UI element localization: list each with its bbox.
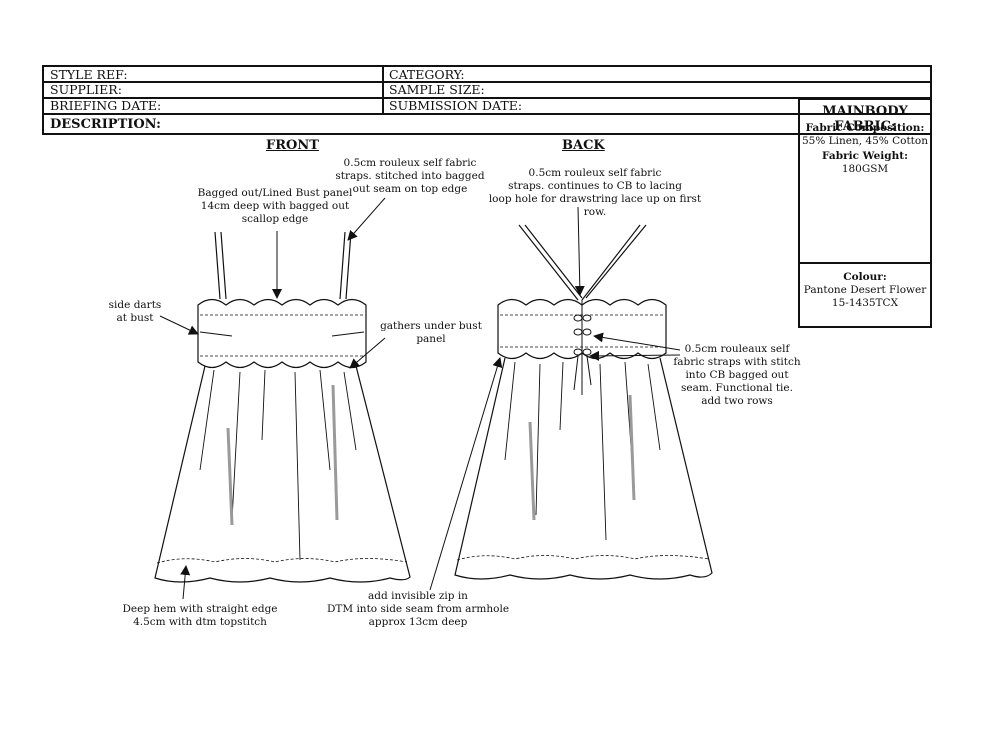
back-dress-drawing [454, 224, 713, 580]
style-ref-field: STYLE REF: [50, 67, 128, 82]
row-divider [44, 81, 930, 83]
weight-value: 180GSM [841, 163, 889, 175]
back-bust-panel [497, 298, 667, 360]
back-lacing-ties [573, 300, 592, 395]
front-strap-right [339, 231, 352, 300]
description-field: DESCRIPTION: [50, 117, 161, 132]
mainbody-fabric-title: MAINBODY FABRIC: [822, 104, 908, 134]
sample-size-field: SAMPLE SIZE: [389, 82, 485, 97]
supplier-field: SUPPLIER: [50, 82, 122, 97]
composition-value: 55% Linen, 45% Cotton [802, 135, 928, 147]
front-dress-drawing [154, 231, 411, 583]
row-divider [44, 113, 930, 115]
colour-label: Colour: [843, 271, 887, 283]
annotation-arrows [159, 197, 681, 600]
weight-label: Fabric Weight: [822, 150, 908, 162]
front-view-heading: FRONT [266, 138, 319, 153]
colour-line-2: 15-1435TCX [831, 297, 899, 309]
submission-date-field: SUBMISSION DATE: [389, 98, 523, 113]
spec-header-table: STYLE REF: CATEGORY: SUPPLIER: SAMPLE SI… [42, 65, 932, 135]
column-divider [382, 67, 384, 114]
front-strap-left [214, 231, 227, 300]
category-field: CATEGORY: [389, 67, 465, 82]
composition-label: Fabric Composition: [805, 122, 925, 134]
back-skirt [454, 357, 713, 580]
row-divider [44, 97, 930, 99]
colour-line-1: Pantone Desert Flower [803, 284, 927, 296]
fabric-info-box: MAINBODY FABRIC: Fabric Composition: 55%… [798, 98, 932, 328]
briefing-date-field: BRIEFING DATE: [50, 98, 162, 113]
back-view-heading: BACK [562, 138, 605, 153]
front-skirt [154, 365, 411, 583]
front-bust-panel [197, 298, 367, 369]
back-straps [518, 224, 647, 301]
box-divider [800, 262, 930, 264]
